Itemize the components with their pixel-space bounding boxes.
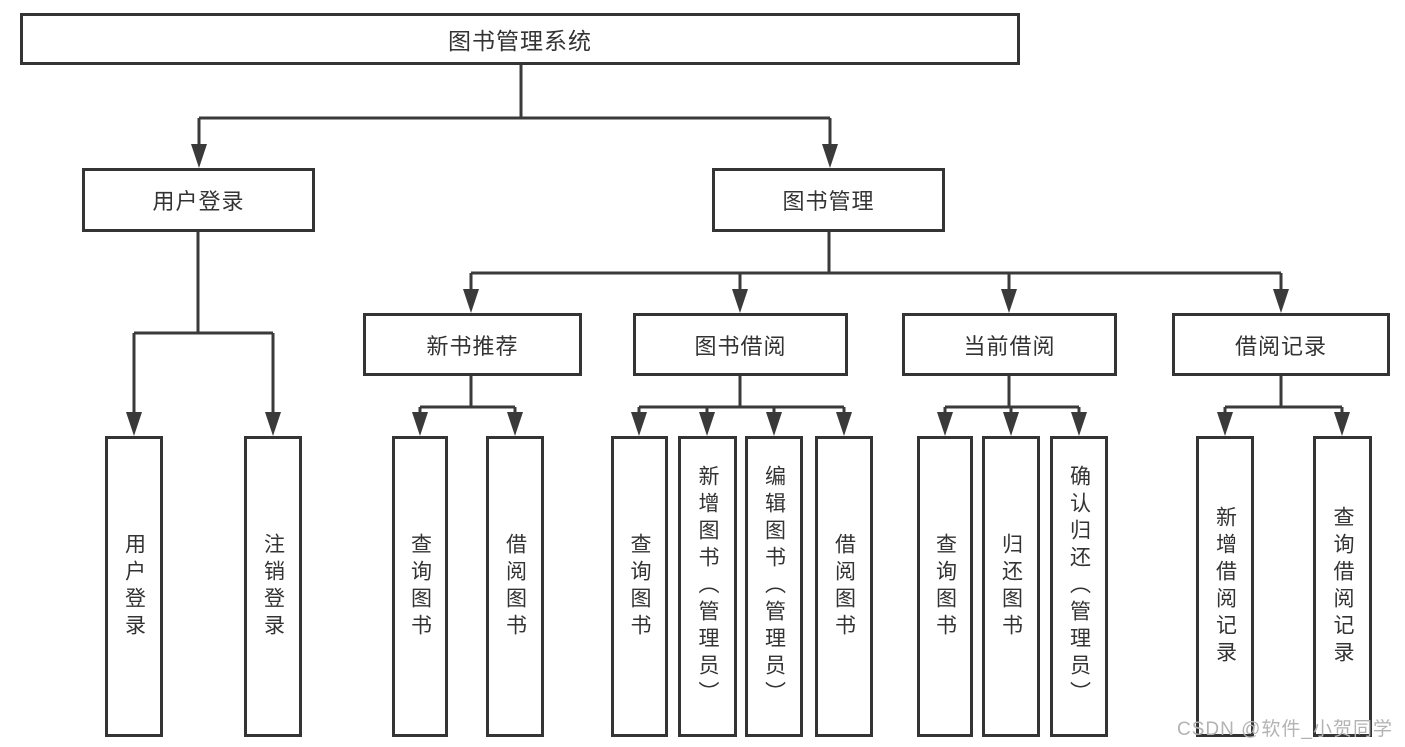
leaf-user-login: 用户登录 [105,436,163,737]
leaf-user-login-label: 用户登录 [122,532,146,641]
node-new-book-recommend: 新书推荐 [363,313,582,376]
leaf-cb-query-books: 查询图书 [917,436,973,737]
leaf-bb-add-books-admin: 新增图书（管理员） [678,436,737,737]
node-borrowing-records-label: 借阅记录 [1234,333,1327,359]
leaf-bb-query-books-label: 查询图书 [628,532,651,641]
node-book-borrowing-label: 图书借阅 [694,333,787,359]
node-book-borrowing: 图书借阅 [633,313,848,376]
node-user-login-label: 用户登录 [152,189,245,214]
node-user-login: 用户登录 [82,168,315,232]
leaf-nbr-borrow-books-label: 借阅图书 [503,532,527,641]
leaf-bb-edit-books-admin-label: 编辑图书（管理员） [762,465,786,708]
connector-current-borrowing-children [937,376,1087,436]
leaf-logout-label: 注销登录 [261,532,285,641]
node-book-management-label: 图书管理 [782,189,875,214]
node-root-label: 图书管理系统 [448,28,592,54]
leaf-logout: 注销登录 [244,436,302,737]
leaf-br-query-record: 查询借阅记录 [1313,436,1372,737]
leaf-cb-confirm-return-admin: 确认归还（管理员） [1050,436,1108,737]
connector-user-login-children [126,232,281,436]
leaf-cb-return-books-label: 归还图书 [999,532,1023,641]
node-current-borrowing: 当前借阅 [902,313,1117,376]
connector-book-borrowing-children [631,376,852,436]
leaf-nbr-query-books-label: 查询图书 [408,532,432,641]
connector-book-mgmt-children [463,232,1289,313]
leaf-bb-borrow-books: 借阅图书 [815,436,873,737]
node-current-borrowing-label: 当前借阅 [963,333,1056,359]
leaf-bb-add-books-admin-label: 新增图书（管理员） [696,465,719,708]
leaf-bb-edit-books-admin: 编辑图书（管理员） [745,436,803,737]
leaf-br-add-record: 新增借阅记录 [1196,436,1254,737]
csdn-watermark: CSDN @软件_小贺同学 [1177,719,1393,740]
leaf-br-add-record-label: 新增借阅记录 [1213,505,1237,668]
leaf-bb-query-books: 查询图书 [611,436,668,737]
leaf-nbr-borrow-books: 借阅图书 [486,436,544,737]
node-root-library-management-system: 图书管理系统 [20,13,1020,65]
leaf-cb-return-books: 归还图书 [982,436,1040,737]
leaf-br-query-record-label: 查询借阅记录 [1331,505,1354,668]
leaf-nbr-query-books: 查询图书 [392,436,448,737]
connector-root-children [191,65,838,168]
connector-borrowing-records-children [1217,376,1350,436]
leaf-cb-query-books-label: 查询图书 [933,532,957,641]
connector-new-book-recommend-children [412,376,523,436]
leaf-bb-borrow-books-label: 借阅图书 [832,532,856,641]
node-new-book-recommend-label: 新书推荐 [426,333,519,359]
node-borrowing-records: 借阅记录 [1172,313,1390,376]
leaf-cb-confirm-return-admin-label: 确认归还（管理员） [1067,465,1091,708]
node-book-management: 图书管理 [712,168,945,232]
